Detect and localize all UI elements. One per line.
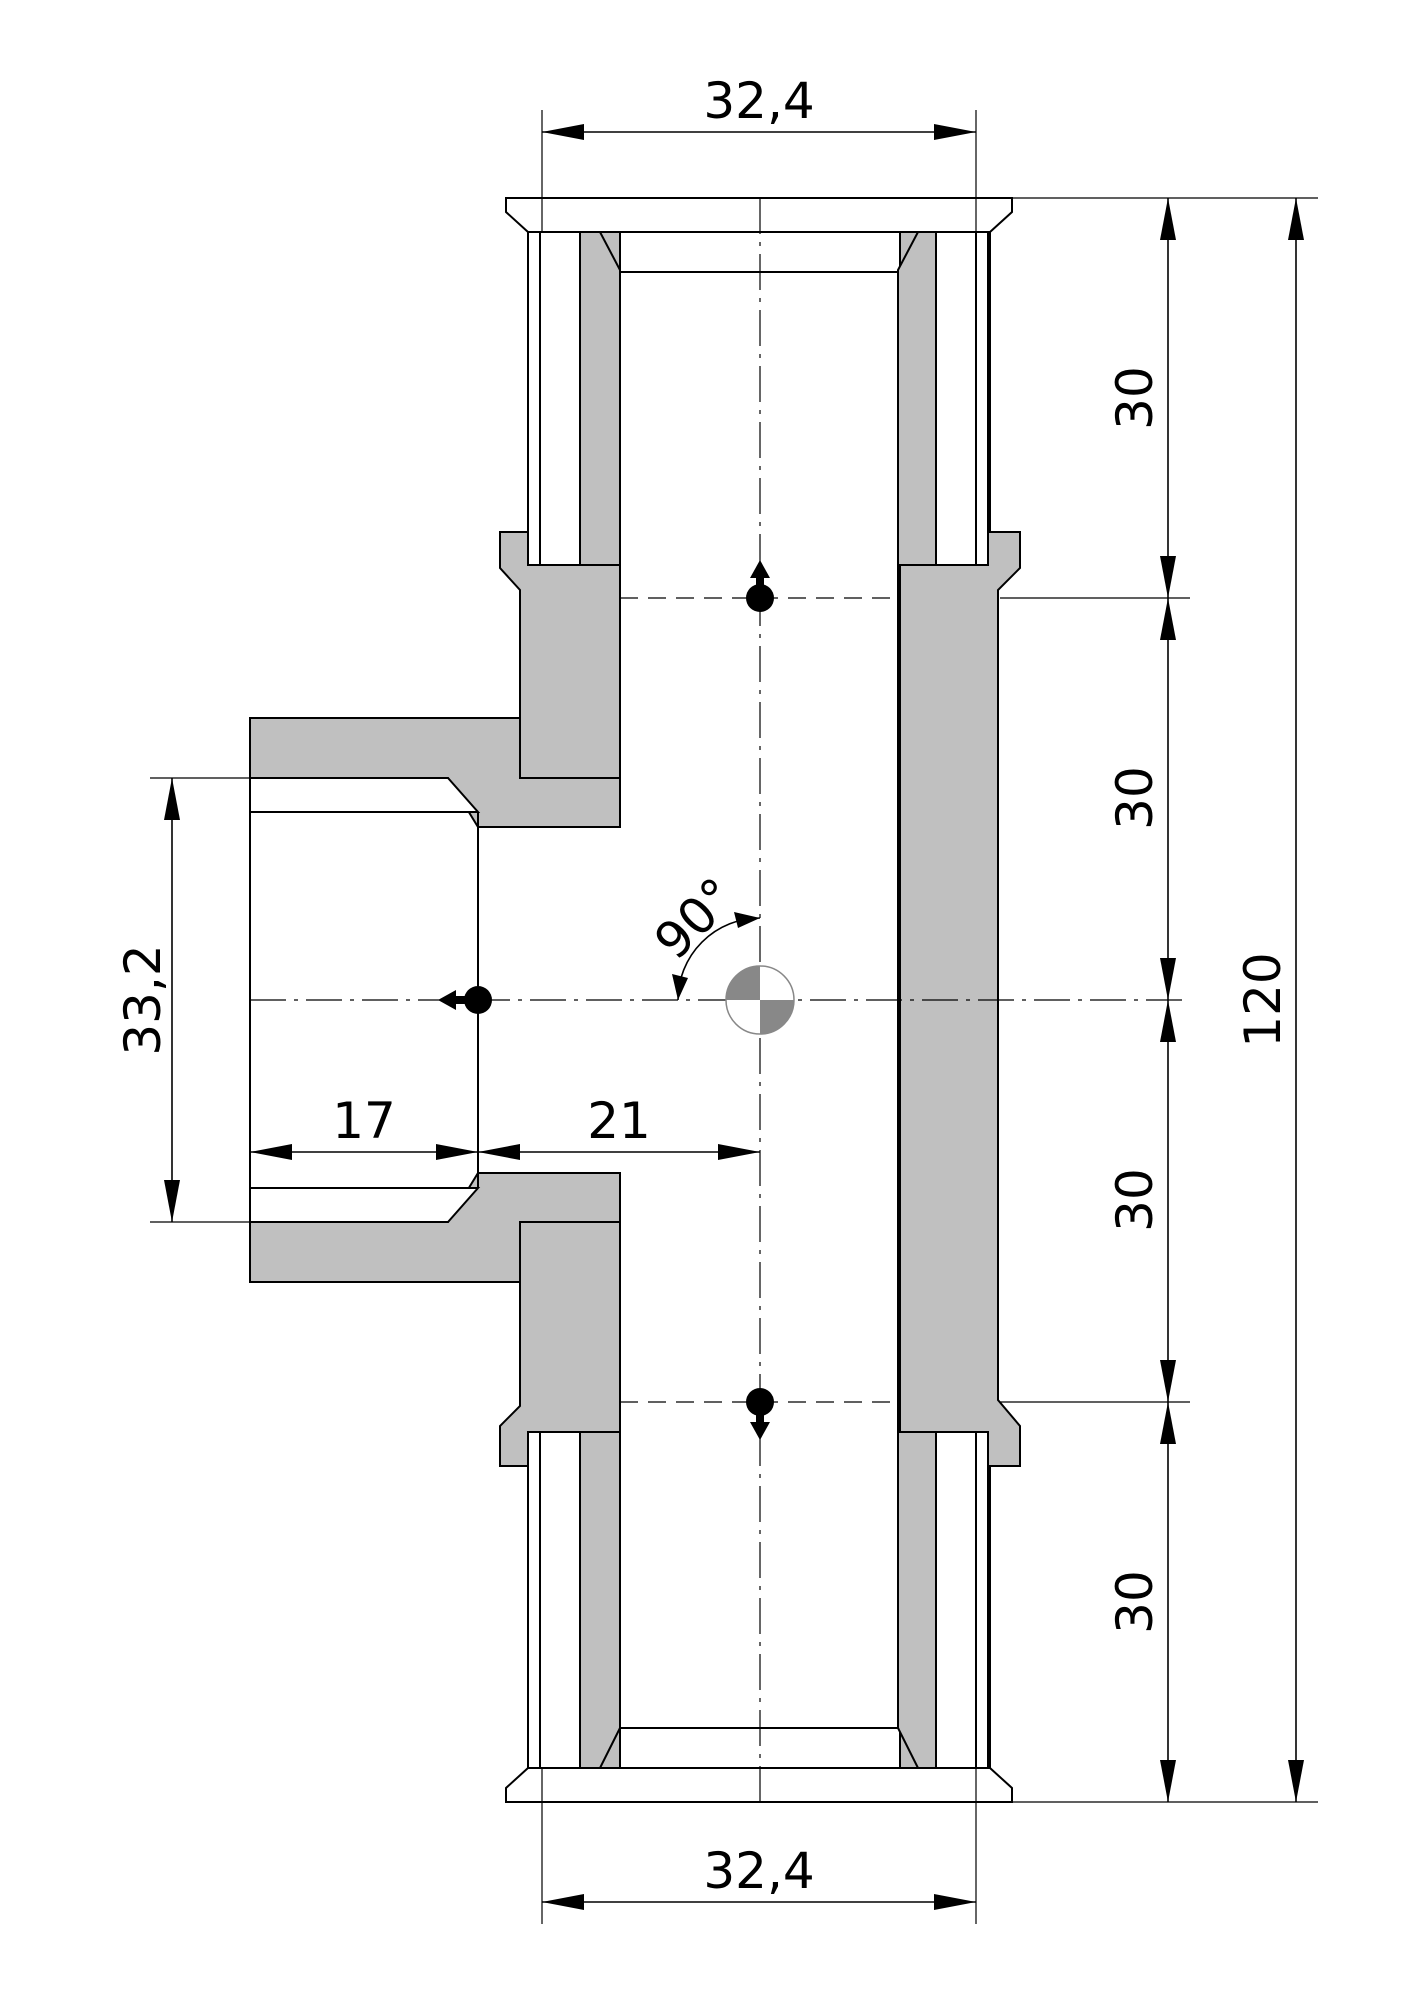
branch-insertion-marker (438, 986, 492, 1014)
branch-depth-dimensions: 17 21 (250, 1092, 760, 1160)
bottom-width-label: 32,4 (703, 1842, 814, 1900)
segment-4-label: 30 (1106, 1570, 1164, 1634)
branch-socket-inner-lower (249, 1187, 481, 1223)
top-collar-ring-left (528, 231, 541, 565)
bottom-socket-right-cavity (935, 1431, 989, 1769)
branch-socket-depth-label: 17 (332, 1092, 396, 1150)
bottom-insertion-marker (746, 1388, 774, 1440)
segment-dimensions: 30 30 30 30 (1000, 197, 1318, 1803)
segment-3-label: 30 (1106, 1168, 1164, 1232)
top-width-dimension: 32,4 (541, 72, 977, 232)
bottom-socket-left-cavity (527, 1431, 581, 1769)
top-insertion-marker (746, 560, 774, 612)
total-length-dimension: 120 (1234, 198, 1304, 1802)
top-inner-sleeve-right (897, 231, 937, 566)
bottom-inner-sleeve-right (897, 1431, 937, 1769)
segment-2-label: 30 (1106, 766, 1164, 830)
top-socket-left-cavity (527, 231, 581, 566)
bottom-width-dimension: 32,4 (541, 1768, 977, 1924)
bottom-inner-sleeve-left (579, 1431, 621, 1769)
bottom-collar (505, 1767, 1013, 1803)
top-collar (505, 197, 1013, 233)
branch-diameter-label: 33,2 (114, 944, 172, 1055)
segment-1-label: 30 (1106, 366, 1164, 430)
branch-offset-label: 21 (587, 1092, 651, 1150)
insertion-markers (438, 560, 795, 1440)
angle-arrow-end (734, 912, 760, 928)
top-inner-sleeve-left (579, 231, 621, 566)
total-length-label: 120 (1234, 952, 1292, 1047)
top-width-label: 32,4 (703, 72, 814, 130)
branch-diameter-dimension: 33,2 (114, 777, 448, 1223)
top-socket-right-cavity (935, 231, 989, 566)
branch-socket-inner-upper (249, 777, 481, 813)
bottom-collar-ring-left (528, 1432, 541, 1769)
center-point-symbol (725, 965, 795, 1035)
angle-arrow-start (672, 974, 688, 1000)
